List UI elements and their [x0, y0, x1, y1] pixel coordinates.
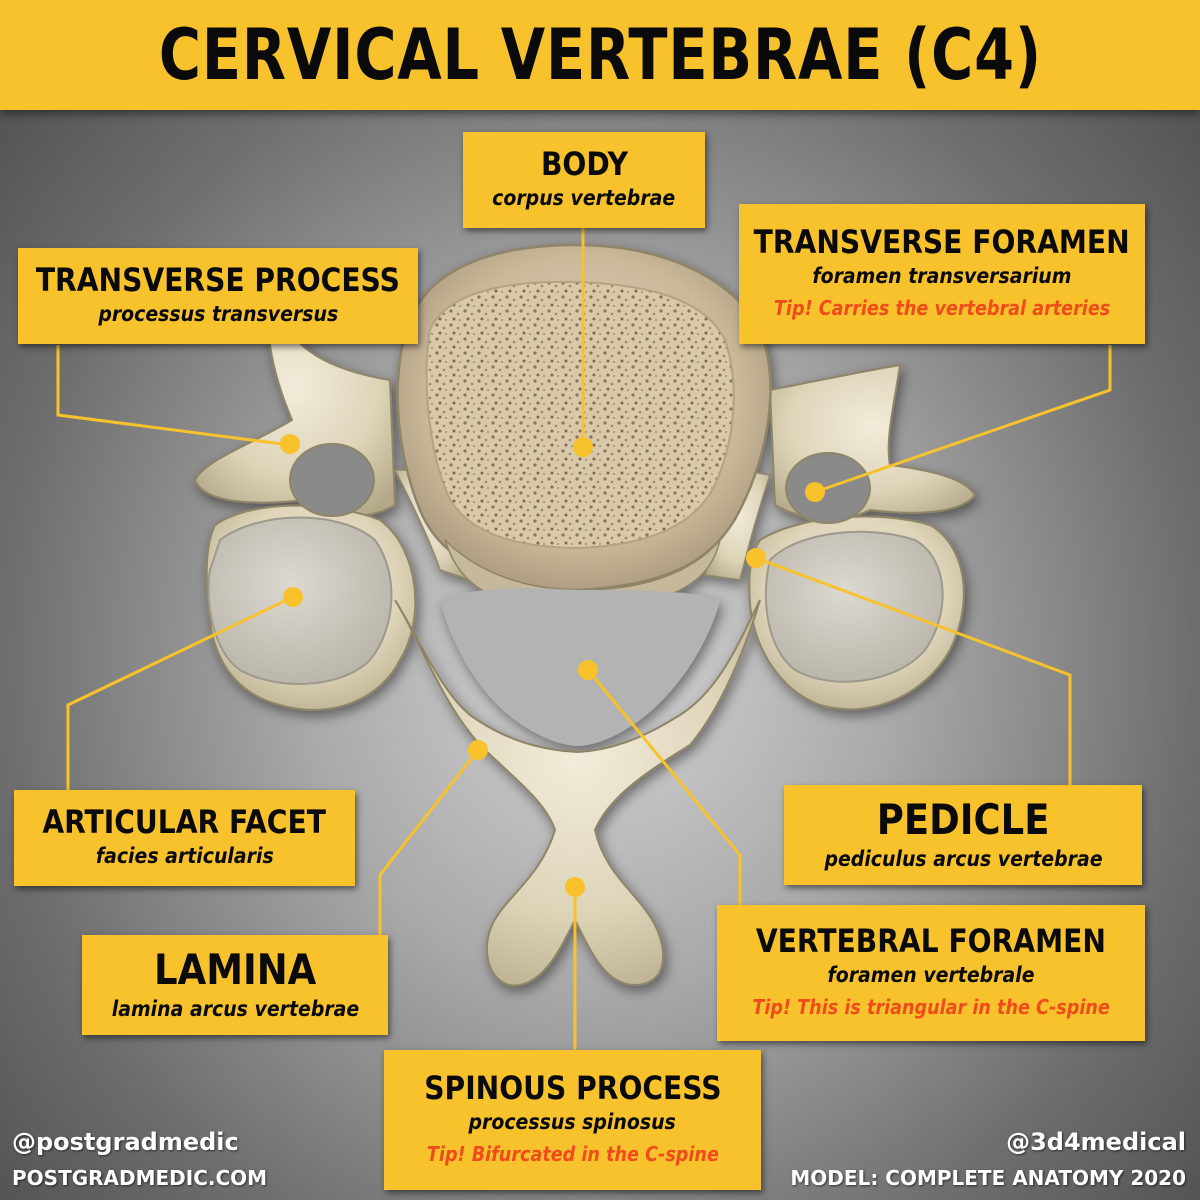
- vertebra-bone: [193, 243, 977, 987]
- leader-dots: [280, 434, 825, 897]
- label-body-latin: corpus vertebrae: [492, 186, 676, 211]
- leader-line-articular-facet: [66, 595, 294, 790]
- label-articular-facet: ARTICULAR FACET facies articularis: [14, 790, 355, 886]
- leader-line-lamina: [378, 749, 480, 935]
- label-body: BODY corpus vertebrae: [463, 132, 705, 228]
- leader-line-transverse-process: [56, 345, 291, 447]
- label-lamina-latin: lamina arcus vertebrae: [111, 996, 359, 1021]
- title-banner: CERVICAL VERTEBRAE (C4): [0, 0, 1200, 110]
- footer-left-site: POSTGRADMEDIC.COM: [12, 1166, 268, 1190]
- label-spinous-process-tip: Tip! Bifurcated in the C-spine: [426, 1141, 719, 1166]
- dot-transverse-foramen: [805, 482, 825, 502]
- dot-spinous-process: [565, 877, 585, 897]
- label-vertebral-foramen-tip: Tip! This is triangular in the C-spine: [752, 994, 1110, 1019]
- label-spinous-process: SPINOUS PROCESS processus spinosus Tip! …: [384, 1050, 761, 1190]
- label-pedicle-name: PEDICLE: [876, 794, 1050, 844]
- label-spinous-process-name: SPINOUS PROCESS: [423, 1069, 722, 1108]
- dot-articular-facet: [283, 587, 303, 607]
- label-pedicle: PEDICLE pediculus arcus vertebrae: [784, 785, 1142, 885]
- leader-line-vertebral-foramen: [586, 669, 742, 905]
- footer-right-model: MODEL: COMPLETE ANATOMY 2020: [790, 1166, 1186, 1190]
- label-pedicle-latin: pediculus arcus vertebrae: [823, 846, 1103, 871]
- label-articular-facet-latin: facies articularis: [95, 844, 274, 869]
- label-articular-facet-name: ARTICULAR FACET: [42, 803, 327, 842]
- dot-lamina: [468, 740, 488, 760]
- label-transverse-foramen-tip: Tip! Carries the vertebral arteries: [773, 295, 1111, 320]
- dot-pedicle: [746, 548, 766, 568]
- label-transverse-process: TRANSVERSE PROCESS processus transversus: [18, 248, 418, 344]
- page-title: CERVICAL VERTEBRAE (C4): [158, 14, 1042, 96]
- leader-lines: [56, 228, 1112, 1050]
- label-vertebral-foramen-latin: foramen vertebrale: [827, 963, 1035, 988]
- label-body-name: BODY: [540, 145, 628, 184]
- label-lamina: LAMINA lamina arcus vertebrae: [82, 935, 388, 1035]
- leader-line-pedicle: [755, 556, 1072, 785]
- label-transverse-foramen-name: TRANSVERSE FORAMEN: [753, 223, 1131, 262]
- dot-body: [573, 437, 593, 457]
- dot-transverse-process: [280, 434, 300, 454]
- dot-vertebral-foramen: [578, 660, 598, 680]
- footer-left-handle: @postgradmedic: [12, 1128, 239, 1156]
- label-transverse-process-name: TRANSVERSE PROCESS: [35, 261, 401, 300]
- leader-line-transverse-foramen: [814, 345, 1112, 494]
- label-transverse-foramen-latin: foramen transversarium: [812, 264, 1072, 289]
- label-transverse-foramen: TRANSVERSE FORAMEN foramen transversariu…: [739, 204, 1145, 344]
- label-vertebral-foramen-name: VERTEBRAL FORAMEN: [755, 922, 1107, 961]
- label-transverse-process-latin: processus transversus: [98, 302, 338, 327]
- label-lamina-name: LAMINA: [153, 944, 317, 994]
- footer-right-handle: @3d4medical: [1006, 1128, 1186, 1156]
- label-vertebral-foramen: VERTEBRAL FORAMEN foramen vertebrale Tip…: [717, 905, 1145, 1041]
- label-spinous-process-latin: processus spinosus: [468, 1110, 677, 1135]
